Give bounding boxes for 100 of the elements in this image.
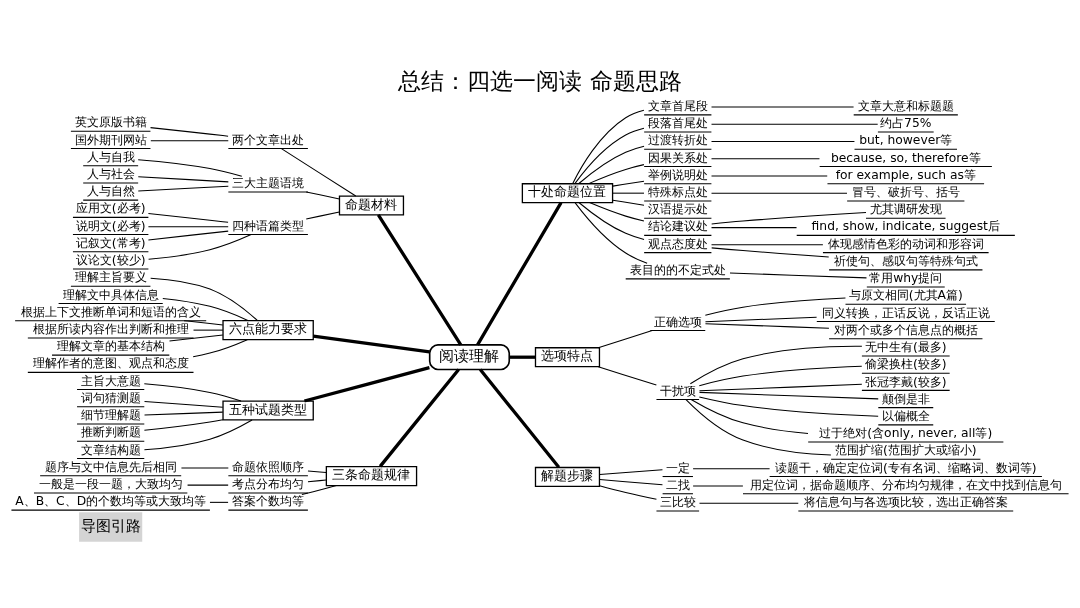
connector: [162, 297, 249, 321]
node-text: 词句猜测题: [80, 390, 141, 405]
node-text: 同义转换，正话反说，反话正说: [821, 305, 990, 320]
node-text: 文章首尾段: [647, 98, 708, 113]
node-text: 举例说明处: [647, 167, 708, 182]
connector: [478, 368, 561, 468]
node-text: 说明文(必考): [75, 218, 146, 233]
node-text: 范围扩缩(范围扩大或缩小): [834, 442, 977, 457]
connector: [578, 145, 645, 184]
node-text: 结论建议处: [647, 218, 708, 233]
connector: [183, 319, 224, 326]
node-text: 与原文相同(尤其A篇): [848, 287, 963, 302]
node-text: 过渡转折处: [647, 132, 708, 147]
node-text: for example, such as等: [835, 167, 976, 182]
connector: [137, 158, 243, 177]
node-text: 应用文(必考): [75, 200, 146, 215]
node-text: 尤其调研发现: [869, 201, 942, 216]
connector: [192, 338, 248, 357]
connector: [704, 316, 818, 322]
connector: [698, 383, 863, 391]
node-text: 一般是一段一题，大致均匀: [38, 476, 183, 491]
node-text: 偷梁换柱(较多): [864, 356, 947, 371]
node-box: 解题步骤: [534, 466, 601, 487]
connector: [147, 212, 229, 223]
node-text: 汉语提示处: [647, 201, 708, 216]
node-text: 人与自然: [86, 183, 135, 198]
node-text: 段落首尾处: [647, 115, 708, 130]
connector: [148, 233, 252, 260]
node-box: 五种试题类型: [222, 399, 314, 421]
node-box: 六点能力要求: [222, 319, 314, 340]
node-text: 文章结构题: [80, 442, 141, 457]
node-text: 文章大意和标题题: [857, 98, 954, 113]
node-text: 冒号、破折号、括号: [851, 184, 960, 199]
connector: [301, 484, 337, 495]
node-box: 选项特点: [534, 346, 601, 367]
node-box: 命题材料: [338, 194, 405, 216]
connector: [137, 185, 229, 191]
connector: [150, 126, 229, 137]
node-text: 体现感情色彩的动词和形容词: [827, 236, 984, 251]
connector: [574, 127, 645, 184]
connector: [711, 211, 867, 225]
connector: [150, 139, 229, 141]
connector: [704, 296, 846, 316]
node-text: but, however等: [859, 132, 953, 147]
connector: [612, 192, 645, 194]
connector: [305, 190, 340, 199]
node-box: 十处命题位置: [521, 182, 614, 203]
connector: [143, 382, 242, 402]
connector: [690, 398, 809, 434]
node-text: 理解文中具体信息: [62, 287, 159, 302]
diagram-title: 总结：四选一阅读 命题思路: [398, 67, 682, 94]
node-text: 特殊标点处: [647, 184, 708, 199]
node-text: because, so, therefore等: [830, 150, 981, 165]
connector: [280, 147, 357, 197]
node-text: 祈使句、感叹句等特殊句式: [833, 253, 978, 268]
connector: [147, 225, 229, 227]
connector: [574, 201, 648, 264]
connector: [304, 365, 430, 403]
connector: [711, 246, 830, 257]
node-text: 因果关系处: [647, 150, 708, 165]
connector: [710, 123, 879, 125]
connector: [305, 211, 340, 219]
node-text: A、B、C、D的个数均等或大致均等: [15, 493, 207, 508]
node-text: 无中生有(最多): [864, 339, 947, 354]
connector: [509, 355, 536, 359]
node-text: 议论文(较少): [75, 252, 146, 267]
connector: [698, 502, 799, 504]
connector: [307, 470, 327, 473]
connector: [137, 175, 229, 182]
connector: [150, 277, 258, 321]
connector: [729, 271, 868, 278]
node-text: 干扰项: [659, 383, 696, 398]
node-text: 人与社会: [86, 166, 135, 181]
connector: [143, 418, 253, 450]
connector: [597, 329, 653, 348]
node-text: 理解主旨要义: [74, 269, 147, 284]
node-text: 常用why提问: [869, 270, 943, 285]
connector: [597, 365, 657, 386]
node-text: 将信息句与各选项比较，选出正确答案: [803, 494, 1008, 509]
connector: [578, 201, 645, 240]
connector: [710, 157, 820, 159]
connector: [692, 467, 771, 469]
connector: [572, 109, 645, 184]
node-text: 一定: [665, 460, 690, 475]
node-text: 约占75%: [880, 115, 932, 130]
connector: [588, 163, 645, 184]
node-text: 英文原版书籍: [74, 114, 147, 129]
node-text: 表目的的不定式处: [629, 262, 726, 277]
connector: [307, 479, 327, 482]
connector: [313, 334, 430, 353]
node-text: 题序与文中信息先后相同: [44, 459, 177, 474]
connector: [612, 199, 645, 206]
node-text: 推断判断题: [80, 424, 141, 439]
node-text: 人与自我: [86, 149, 135, 164]
connector: [704, 322, 830, 329]
connector: [599, 478, 663, 485]
node-text: 颠倒是非: [881, 391, 930, 406]
connector: [710, 192, 848, 194]
node-text: 理解文章的基本结构: [56, 338, 165, 353]
node-text: 答案个数均等: [232, 493, 305, 508]
